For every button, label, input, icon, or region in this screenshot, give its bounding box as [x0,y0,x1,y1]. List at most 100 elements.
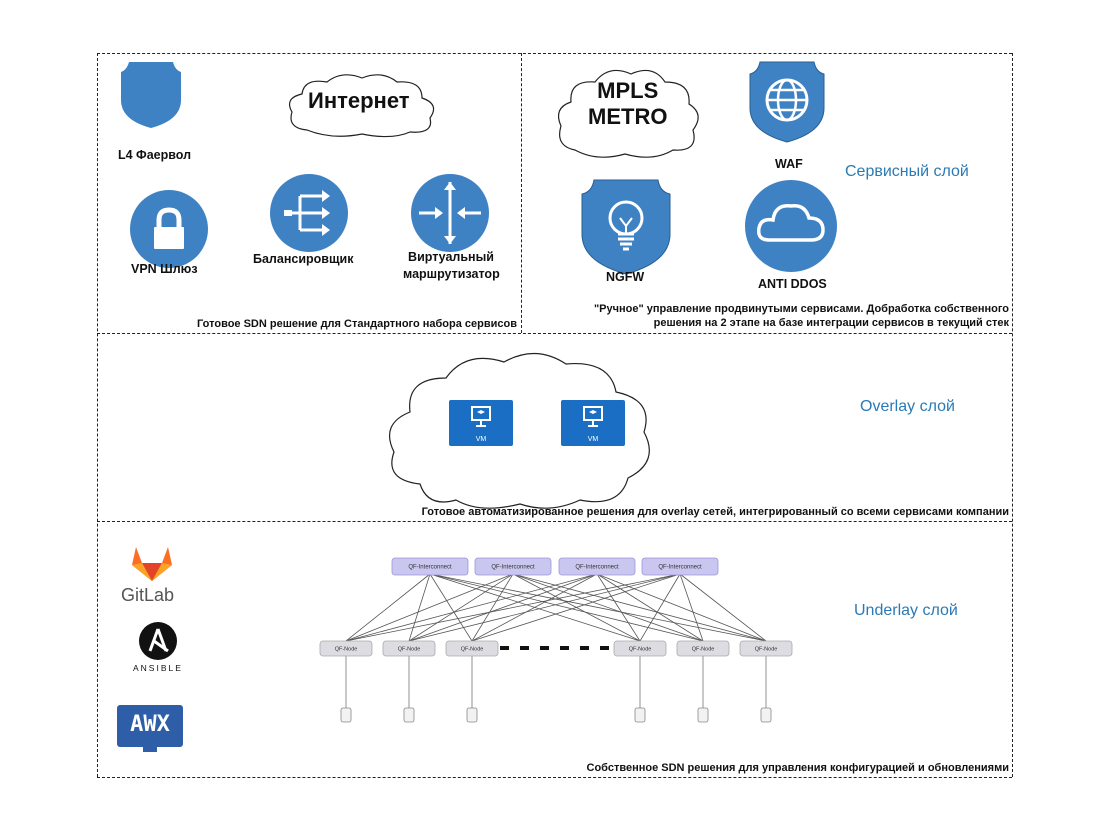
divider-overlay-underlay [97,521,1012,522]
leaf-switch [319,640,373,657]
fabric-link [596,573,767,642]
underlay-layer-label: Underlay слой [854,602,958,619]
fabric-link [679,573,704,642]
fabric-link [408,573,598,642]
ellipsis-dot [500,646,509,650]
ellipsis-dot [600,646,609,650]
anti-ddos-label: ANTI DDOS [758,277,827,291]
load-balancer-icon [284,190,330,236]
fabric-link [429,573,473,642]
shield-icon [121,62,181,128]
vpn-gateway-label: VPN Шлюз [131,262,198,276]
fabric-link [512,573,704,642]
server-icon [403,707,415,723]
mpls-label-line1: MPLS [597,78,659,103]
leaf-switch-label: QF-Node [692,647,715,653]
leaf-switch-label: QF-Node [398,647,421,653]
gitlab-label: GitLab [121,585,175,605]
vm-2[interactable]: VM [561,400,625,446]
gitlab-icon [132,547,172,581]
spine-switch [558,557,636,576]
leaf-switch-label: QF-Node [335,647,358,653]
ellipsis-dot [580,646,589,650]
virtual-router-label-line1: Виртуальный [408,250,494,264]
awx-label: AWX [130,712,170,737]
lock-icon [154,207,184,249]
virtual-router-label: Виртуальный маршрутизатор [403,250,500,281]
fabric-link [596,573,704,642]
fabric-link [679,573,767,642]
server-icon [760,707,772,723]
leaf-switch-label: QF-Node [461,647,484,653]
spine-switch-label: QF-Interconnect [575,565,619,571]
globe-shield-icon [749,61,825,143]
fabric-link [429,573,704,642]
right-panel-caption: "Ручное" управление продвинутыми сервиса… [594,302,1009,330]
spine-switch-label: QF-Interconnect [658,565,702,571]
outer-border-right [1012,53,1013,777]
cloud-circle-icon [756,204,825,242]
server-icon [634,707,646,723]
mpls-cloud-icon [558,69,699,158]
spine-switch [641,557,719,576]
load-balancer-circle [270,174,348,252]
cloud-icon [289,74,435,138]
server-icon [466,707,478,723]
fabric-link [471,573,514,642]
service-layer-label: Сервисный слой [845,163,969,180]
ellipsis-dot [520,646,529,650]
fabric-link [345,573,431,642]
mpls-label-line2: METRO [588,104,668,129]
ngfw-label: NGFW [606,270,645,284]
fabric-link [596,573,641,642]
overlay-layer-label: Overlay слой [860,398,955,415]
fabric-link [408,573,681,642]
divider-service-panels [521,53,522,333]
awx-stand [143,747,157,752]
waf-label: WAF [775,157,803,171]
fabric-link [429,573,767,642]
overlay-cloud-icon [389,352,650,509]
fabric-link [471,573,681,642]
ansible-icon [139,622,177,660]
virtual-router-circle [411,174,489,252]
lightbulb-shield-icon [581,179,671,275]
fabric-link [345,573,598,642]
anti-ddos-circle [745,180,837,272]
ellipsis-dot [560,646,569,650]
ansible-label: ANSIBLE [133,663,183,673]
fabric-link [471,573,598,642]
vm-2-label: VM [587,436,599,443]
overlay-caption: Готовое автоматизированное решения для o… [421,506,1009,518]
vpn-gateway-icon [130,190,208,268]
outer-border-left [97,53,98,777]
outer-border-bottom [97,777,1012,778]
leaf-switch [613,640,667,657]
monitor-icon [471,406,491,427]
right-caption-line2: решения на 2 этапе на базе интеграции се… [653,317,1009,329]
load-balancer-label: Балансировщик [253,252,354,266]
mpls-metro-label: MPLS METRO [588,78,667,130]
l4-firewall-label: L4 Фаервол [118,148,192,162]
vm-1[interactable]: VM [449,400,513,446]
ellipsis-dot [540,646,549,650]
virtual-router-label-line2: маршрутизатор [403,267,500,281]
leaf-switch-label: QF-Node [629,647,652,653]
fabric-link [345,573,681,642]
leaf-switch [739,640,793,657]
server-icon [340,707,352,723]
left-panel-caption: Готовое SDN решение для Стандартного наб… [196,318,517,330]
fabric-topology: QF-Interconnect QF-Interconnect QF-Interco… [319,557,793,723]
spine-switch-label: QF-Interconnect [491,565,535,571]
spine-switch [391,557,469,576]
leaf-switch-label: QF-Node [755,647,778,653]
fabric-link [345,573,514,642]
spine-switch [474,557,552,576]
vm-1-label: VM [475,436,487,443]
leaf-switch [445,640,499,657]
internet-label: Интернет [308,88,410,113]
divider-service-overlay [97,333,1012,334]
awx-icon: AWX [117,705,183,747]
fabric-link [408,573,431,642]
monitor-icon [583,406,603,427]
